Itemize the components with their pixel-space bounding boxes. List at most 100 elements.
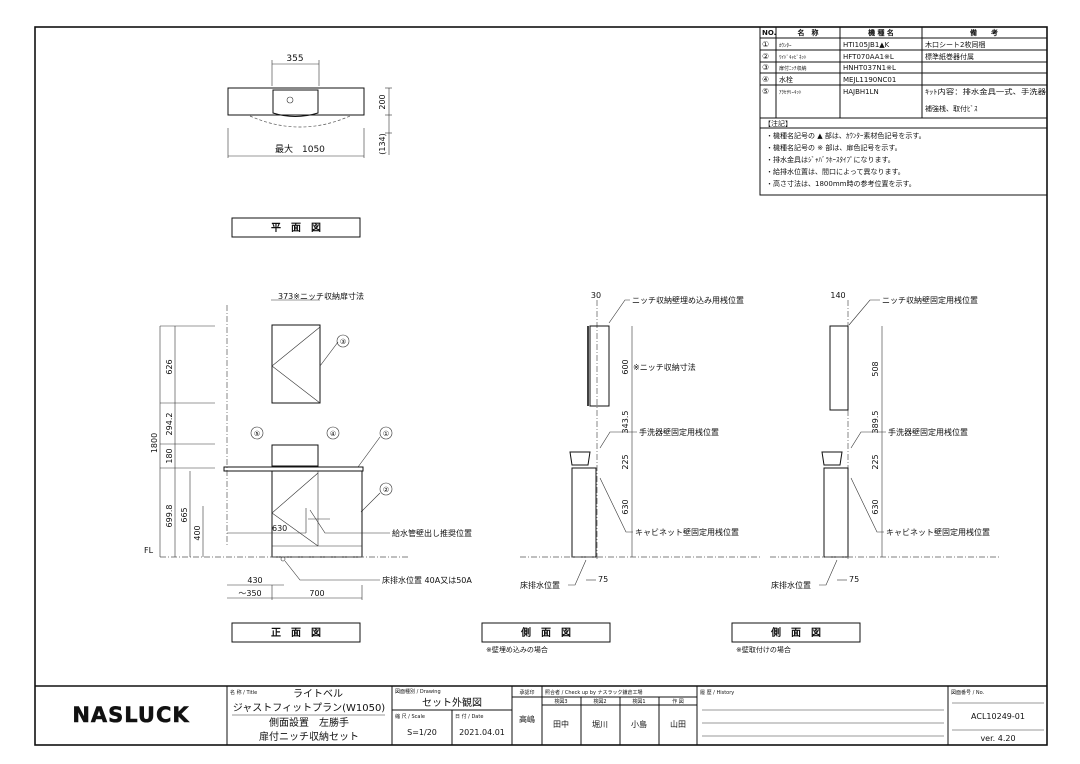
title-line-3: 側面設置 左勝手 bbox=[269, 716, 349, 729]
table-row: ④ 水栓 MEJL1190NC01 bbox=[762, 75, 896, 84]
header-no: NO. bbox=[762, 29, 776, 37]
check-name: 小島 bbox=[631, 719, 647, 729]
niche-cabinet bbox=[271, 324, 321, 404]
side-view-caption: ※壁埋め込みの場合 bbox=[486, 645, 548, 654]
check-caption: 照合者 / Check up by ナスラック鎌倉工場 bbox=[545, 689, 643, 696]
plan-view-label: 平 面 図 bbox=[271, 222, 321, 234]
title-line-2: ジャストフィットプラン(W1050) bbox=[233, 702, 386, 714]
note-water-supply: 給水管壁出し推奨位置 bbox=[392, 528, 472, 538]
notes-title: 【注記】 bbox=[764, 119, 792, 128]
history-caption: 履 歴 / History bbox=[700, 690, 734, 696]
row-no: ③ bbox=[762, 63, 769, 72]
check-name: 田中 bbox=[553, 719, 569, 729]
date: 2021.04.01 bbox=[459, 728, 505, 737]
row-name: ｶｳﾝﾀｰ bbox=[779, 43, 792, 49]
row-note: ｷｯﾄ内容：排水金具一式、手洗器 bbox=[925, 87, 1046, 96]
dim-180: 180 bbox=[165, 448, 174, 463]
row-model: HFT070AA1※L bbox=[843, 53, 894, 61]
front-view-label: 正 面 図 bbox=[271, 627, 321, 639]
note-niche-fix: ニッチ収納壁固定用桟位置 bbox=[882, 295, 978, 305]
table-row: ② ﾜｲﾄﾞｷｬﾋﾞﾈｯﾄ HFT070AA1※L 標準紙巻器付属 bbox=[762, 52, 974, 61]
check-role: 検図1 bbox=[632, 698, 645, 705]
title-line-1: ライトベル bbox=[293, 688, 343, 700]
callout-4: ④ bbox=[330, 430, 336, 438]
callout-2: ② bbox=[383, 486, 389, 494]
check-name: 堀川 bbox=[592, 720, 608, 729]
row-no: ⑤ bbox=[762, 87, 769, 96]
scale: S=1/20 bbox=[407, 728, 437, 737]
dim-294-2: 294.2 bbox=[165, 413, 174, 436]
check-role: 作 図 bbox=[672, 698, 684, 705]
plan-view: 355 最大 1050 200 (134) 平 面 図 bbox=[227, 54, 392, 238]
callout-5: ⑤ bbox=[254, 430, 260, 438]
dim-630: 630 bbox=[871, 499, 880, 514]
row-no: ② bbox=[762, 52, 769, 61]
dim-699-8: 699.8 bbox=[165, 505, 174, 528]
row-name: ﾜｲﾄﾞｷｬﾋﾞﾈｯﾄ bbox=[779, 54, 807, 61]
note-niche-dim: ※ニッチ収納寸法 bbox=[633, 362, 696, 372]
row-note: 標準紙巻器付属 bbox=[925, 52, 974, 61]
side-view-surface: 140 ニッチ収納壁固定用桟位置 508 389.5 225 630 手洗器壁固… bbox=[731, 291, 1000, 654]
check-role: 検図2 bbox=[593, 698, 606, 705]
header-note: 備 考 bbox=[970, 28, 998, 37]
row-no: ④ bbox=[762, 75, 769, 84]
date-caption: 日 付 / Date bbox=[455, 713, 483, 720]
fl-label: FL bbox=[144, 546, 154, 555]
row-note: 木口シート2枚同梱 bbox=[925, 40, 985, 49]
note-floor-drain: 床排水位置 40A又は50A bbox=[382, 575, 472, 585]
version: ver. 4.20 bbox=[980, 734, 1015, 743]
table-row: ⑤ ｱｸｾｻﾘｰｷｯﾄ HAJBH1LN ｷｯﾄ内容：排水金具一式、手洗器 補強… bbox=[762, 87, 1046, 113]
side-view-caption: ※壁取付けの場合 bbox=[736, 645, 791, 654]
dim-140: 140 bbox=[830, 291, 845, 300]
cabinet bbox=[271, 470, 363, 558]
side-view-label: 側 面 図 bbox=[770, 626, 821, 639]
dim-400: 400 bbox=[193, 525, 202, 540]
dim-30: 30 bbox=[591, 291, 601, 300]
sheet-frame bbox=[34, 26, 1048, 746]
side-view-recessed: 30 ニッチ収納壁埋め込み用桟位置 600 ※ニッチ収納寸法 343.5 225… bbox=[481, 291, 760, 654]
dim-343-5: 343.5 bbox=[621, 411, 630, 434]
check-role: 検図3 bbox=[554, 698, 567, 705]
dim-134: (134) bbox=[378, 133, 387, 155]
row-name: 水栓 bbox=[779, 75, 793, 84]
drawing-number: ACL10249-01 bbox=[971, 712, 1025, 721]
note-line: ・高さ寸法は、1800mm時の参考位置を示す。 bbox=[766, 179, 916, 188]
approval-caption: 承認印 bbox=[519, 689, 534, 696]
dim-75: 75 bbox=[598, 575, 608, 584]
note-floor-drain: 床排水位置 bbox=[771, 580, 811, 590]
dim-600: 600 bbox=[621, 359, 630, 374]
dim-665: 665 bbox=[180, 507, 189, 522]
title-block: NASLUCK 名 称 / Title ライトベル ジャストフィットプラン(W1… bbox=[35, 685, 1047, 745]
row-model: MEJL1190NC01 bbox=[843, 76, 896, 84]
check-name: 山田 bbox=[670, 719, 686, 729]
scale-caption: 縮 尺 / Scale bbox=[395, 713, 425, 720]
side-view-label: 側 面 図 bbox=[520, 626, 571, 639]
dim-508: 508 bbox=[871, 361, 880, 376]
title-caption: 名 称 / Title bbox=[230, 689, 257, 696]
note-line: ・機種名記号の ※ 部は、扉色記号を示す。 bbox=[766, 143, 902, 152]
no-caption: 図面番号 / No. bbox=[951, 689, 985, 696]
note-line: ・給排水位置は、間口によって異なります。 bbox=[766, 167, 905, 176]
header-name: 名 称 bbox=[798, 28, 819, 37]
note-cabinet-fix: キャビネット壁固定用桟位置 bbox=[886, 527, 990, 537]
title-line-4: 扉付ニッチ収納セット bbox=[259, 730, 359, 743]
row-name: ｱｸｾｻﾘｰｷｯﾄ bbox=[779, 90, 802, 96]
drawing-type: セット外観図 bbox=[422, 696, 482, 709]
callout-3: ③ bbox=[340, 338, 346, 346]
note-basin-fix: 手洗器壁固定用桟位置 bbox=[888, 427, 968, 437]
dim-630: 630 bbox=[621, 499, 630, 514]
table-row: ③ 扉付ﾆｯﾁ収納 HNHT037N1※L bbox=[762, 63, 896, 72]
counter bbox=[223, 466, 364, 472]
note-line: ・排水金具はｼﾞｬﾊﾞﾗﾎｰｽﾀｲﾌﾟになります。 bbox=[766, 155, 895, 164]
note-line: ・機種名記号の ▲ 部は、ｶｳﾝﾀｰ素材色記号を示す。 bbox=[766, 131, 926, 140]
dim-626: 626 bbox=[165, 359, 174, 374]
row-no: ① bbox=[762, 40, 769, 49]
row-name: 扉付ﾆｯﾁ収納 bbox=[779, 65, 807, 72]
dim-max-1050: 最大 1050 bbox=[275, 143, 325, 155]
dim-700: 700 bbox=[309, 589, 324, 598]
dim-1800: 1800 bbox=[150, 433, 159, 453]
dim-225: 225 bbox=[621, 454, 630, 469]
table-row: ① ｶｳﾝﾀｰ HTI105JB1▲K 木口シート2枚同梱 bbox=[762, 40, 985, 49]
dim-350: ～350 bbox=[238, 589, 261, 598]
